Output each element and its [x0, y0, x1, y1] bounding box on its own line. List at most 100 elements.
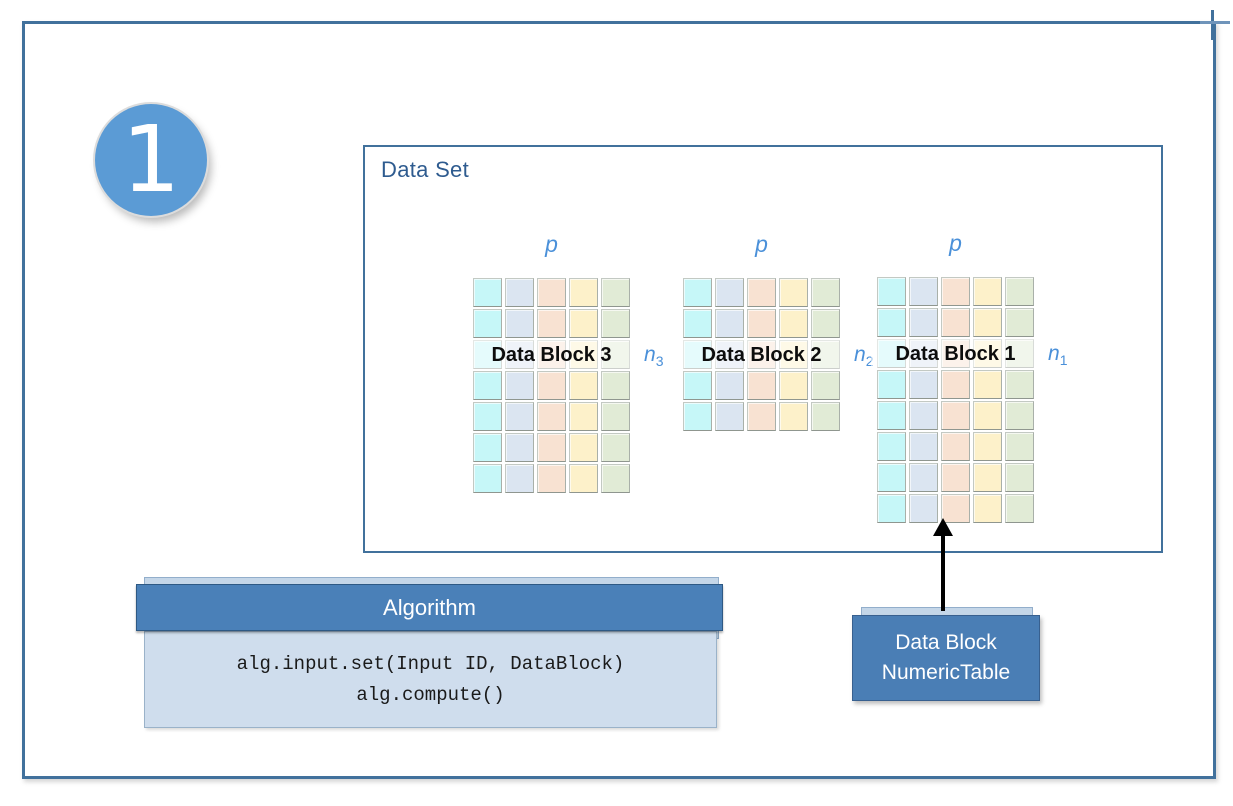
- matrix-cell: [909, 401, 938, 430]
- matrix-cell: [811, 309, 840, 338]
- matrix-cell: [1005, 494, 1034, 523]
- matrix-cell: [877, 401, 906, 430]
- matrix-cell: [779, 309, 808, 338]
- matrix-cell: [941, 370, 970, 399]
- matrix-cell: [569, 464, 598, 493]
- matrix-cell: [1005, 432, 1034, 461]
- matrix-cell: [909, 463, 938, 492]
- rows-dimension-subscript: 3: [655, 353, 664, 369]
- matrix-cell: [747, 309, 776, 338]
- matrix-cell: [537, 309, 566, 338]
- matrix-cell: [877, 463, 906, 492]
- rows-dimension-subscript: 1: [1059, 352, 1068, 368]
- matrix-cell: [683, 371, 712, 400]
- block-label: Data Block 1: [871, 339, 1040, 369]
- columns-dimension-label: p: [949, 230, 962, 256]
- matrix-grid: [877, 277, 1034, 523]
- matrix-cell: [811, 278, 840, 307]
- matrix-cell: [715, 278, 744, 307]
- matrix-cell: [537, 278, 566, 307]
- numerictable-line: Data Block: [895, 631, 997, 654]
- matrix-cell: [537, 433, 566, 462]
- matrix-cell: [747, 402, 776, 431]
- matrix-cell: [505, 278, 534, 307]
- matrix-cell: [537, 402, 566, 431]
- matrix-cell: [877, 432, 906, 461]
- matrix-cell: [909, 308, 938, 337]
- matrix-cell: [505, 433, 534, 462]
- matrix-cell: [941, 401, 970, 430]
- matrix-cell: [779, 278, 808, 307]
- matrix-cell: [537, 464, 566, 493]
- rows-dimension-base: n: [644, 343, 656, 366]
- matrix-cell: [811, 402, 840, 431]
- matrix-cell: [569, 309, 598, 338]
- matrix-cell: [973, 277, 1002, 306]
- algorithm-header: Algorithm: [136, 584, 723, 631]
- matrix-cell: [1005, 463, 1034, 492]
- matrix-cell: [811, 371, 840, 400]
- matrix-cell: [537, 371, 566, 400]
- block-label: Data Block 2: [677, 340, 846, 370]
- code-line: alg.input.set(Input ID, DataBlock): [236, 652, 625, 675]
- matrix-cell: [877, 494, 906, 523]
- matrix-cell: [877, 277, 906, 306]
- matrix-cell: [973, 370, 1002, 399]
- columns-dimension-label: p: [545, 231, 558, 257]
- matrix-cell: [473, 278, 502, 307]
- matrix-cell: [505, 371, 534, 400]
- matrix-cell: [683, 309, 712, 338]
- matrix-cell: [569, 402, 598, 431]
- code-line: alg.compute(): [356, 683, 505, 706]
- matrix-cell: [569, 371, 598, 400]
- matrix-cell: [601, 278, 630, 307]
- matrix-cell: [941, 463, 970, 492]
- matrix-cell: [941, 432, 970, 461]
- matrix-cell: [779, 371, 808, 400]
- matrix-cell: [973, 494, 1002, 523]
- matrix-cell: [747, 371, 776, 400]
- rows-dimension-base: n: [1048, 342, 1060, 365]
- matrix-cell: [601, 433, 630, 462]
- matrix-cell: [715, 402, 744, 431]
- matrix-cell: [973, 463, 1002, 492]
- matrix-cell: [909, 432, 938, 461]
- matrix-cell: [909, 370, 938, 399]
- block-label: Data Block 3: [467, 340, 636, 370]
- matrix-cell: [601, 464, 630, 493]
- matrix-cell: [1005, 308, 1034, 337]
- matrix-cell: [715, 309, 744, 338]
- matrix-cell: [473, 402, 502, 431]
- matrix-cell: [1005, 370, 1034, 399]
- matrix-cell: [715, 371, 744, 400]
- matrix-cell: [473, 464, 502, 493]
- matrix-cell: [473, 371, 502, 400]
- matrix-cell: [569, 278, 598, 307]
- matrix-cell: [747, 278, 776, 307]
- step-badge: 1: [95, 104, 207, 216]
- numerictable-line: NumericTable: [881, 661, 1011, 684]
- algorithm-title: Algorithm: [383, 594, 476, 620]
- frame-corner-line-vertical: [1211, 10, 1214, 40]
- numerictable-box: Data Block NumericTable: [852, 615, 1040, 701]
- matrix-cell: [601, 309, 630, 338]
- matrix-cell: [877, 308, 906, 337]
- arrow-up-icon: [933, 518, 953, 536]
- matrix-cell: [779, 402, 808, 431]
- step-number: 1: [121, 106, 181, 213]
- matrix-cell: [473, 433, 502, 462]
- dataset-title: Data Set: [381, 157, 470, 182]
- matrix-cell: [505, 464, 534, 493]
- matrix-grid: [473, 278, 630, 493]
- matrix-cell: [473, 309, 502, 338]
- matrix-cell: [877, 370, 906, 399]
- rows-dimension-base: n: [854, 343, 866, 366]
- matrix-cell: [601, 371, 630, 400]
- columns-dimension-label: p: [755, 231, 768, 257]
